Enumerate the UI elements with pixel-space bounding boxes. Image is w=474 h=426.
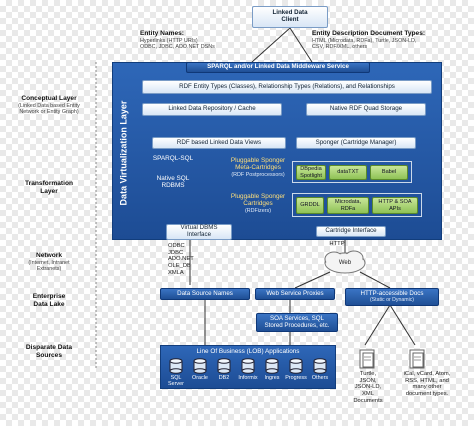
meta-cartridges-title: Pluggable Sponger Meta-Cartridges [230,157,286,172]
lob-app-label: Oracle [192,375,208,381]
grddl-box: GRDDL [296,197,324,214]
sparql-sql-label: SPARQL-SQL [152,155,194,162]
web-cloud-icon [324,250,366,274]
entity-description-body: HTML (Microdata, RDFa), Turtle, JSON-LD,… [312,37,417,50]
database-icon [241,358,255,374]
cartridges-sub: (RDFizers) [244,207,272,214]
entity-description-title: Entity Description Document Types: [312,30,426,37]
native-rdf-quad-storage-box: Native RDF Quad Storage [306,103,426,116]
arrow-line [294,271,331,289]
sponger-cartridge-manager-box: Sponger (Cartridge Manager) [296,137,416,149]
meta-cartridges-group: DBpedia Spotlight dataTXT Babel [292,161,412,183]
database-icon [193,358,207,374]
babel-box: Babel [370,165,408,180]
entity-names-body: Hyperlinks (HTTP URIs) ODBC, JDBC, ADO.N… [140,37,215,50]
web-label: Web [338,260,352,266]
entity-description-block: Entity Description Document Types: HTML … [312,30,462,50]
database-icon [313,358,327,374]
network-title: Network [35,252,62,259]
lob-app-label: Others [311,375,329,381]
entity-names-block: Entity Names: Hyperlinks (HTTP URIs) ODB… [140,30,250,50]
linked-data-client-box: Linked Data Client [252,6,328,28]
document-icon [359,349,375,369]
soa-services-box: SOA Services, SQL Stored Procedures, etc… [256,313,338,332]
database-icon [217,358,231,374]
docs-left-label: Turtle, JSON, JSON-LD, XML Documents [353,371,383,404]
database-icon [169,358,183,374]
http-label: HTTP [329,241,345,247]
arrow-line [251,27,291,63]
rdf-linked-data-views-box: RDF based Linked Data Views [152,137,286,149]
rdf-entity-types-box: RDF Entity Types (Classes), Relationship… [142,80,432,94]
document-icon [409,349,425,369]
http-docs-sub: (Static or Dynamic) [369,296,415,303]
entity-names-title: Entity Names: [140,30,184,37]
cartridges-group: GRDDL Microdata, RDFa HTTP & SOA APIs [292,193,422,217]
arrow-line [289,27,313,63]
http-docs-title: HTTP-accessible Docs [360,289,424,297]
virtual-dbms-interface-box: Virtual DBMS Interface [166,224,232,240]
lob-title: Line Of Business (LOB) Applications [196,348,300,355]
network-label: Network (Internet, Intranet Extranets) [4,252,94,272]
linked-data-repository-box: Linked Data Repository / Cache [142,103,282,116]
arrow-line [364,304,391,346]
native-sql-rdbms-label: Native SQL RDBMS [156,175,190,190]
cartridges-block: Pluggable Sponger Cartridges (RDFizers) [224,193,292,214]
cartridges-title: Pluggable Sponger Cartridges [230,193,286,208]
vertical-title: Data Virtualization Layer [118,100,128,206]
disparate-data-sources-label: Disparate Data Sources [25,344,73,359]
http-soa-apis-box: HTTP & SOA APIs [372,197,418,214]
network-sub: (Internet, Intranet Extranets) [28,259,70,272]
dbpedia-spotlight-box: DBpedia Spotlight [296,165,326,180]
lob-app-label: Ingres [264,375,280,381]
docs-right-label: iCal, vCard, Atom, RSS, HTML, and many o… [403,371,451,397]
lob-app-label: SQL Server [168,375,184,388]
conceptual-layer-label: Conceptual Layer (Linked Data based Enti… [4,95,94,115]
sparql-middleware-bar: SPARQL and/or Linked Data Middleware Ser… [186,62,370,73]
lob-app-label: DB2 [218,375,230,381]
protocols-list: ODBC JDBC ADO.NET OLE_DB XMLA [168,243,194,276]
conceptual-layer-sub: (Linked Data based Entity Network or Ent… [18,102,80,115]
arrow-line [359,271,391,289]
conceptual-layer-title: Conceptual Layer [21,95,77,102]
lob-app-label: Progress [285,375,307,381]
arrow-line [389,304,416,346]
lob-app-label: Informix [238,375,258,381]
meta-cartridges-block: Pluggable Sponger Meta-Cartridges (RDF P… [224,157,292,178]
microdata-rdfa-box: Microdata, RDFa [327,197,369,214]
data-source-names-box: Data Source Names [160,288,250,300]
datatxt-box: dataTXT [329,165,367,180]
transformation-layer-label: Transformation Layer [25,180,73,195]
enterprise-data-lake-label: Enterprise Data Lake [32,293,66,308]
meta-cartridges-sub: (RDF Postprocessors) [231,171,285,178]
database-icon [265,358,279,374]
cartridge-interface-box: Cartridge Interface [316,226,386,237]
http-docs-box: HTTP-accessible Docs (Static or Dynamic) [345,288,439,306]
web-service-proxies-box: Web Service Proxies [255,288,335,300]
database-icon [289,358,303,374]
